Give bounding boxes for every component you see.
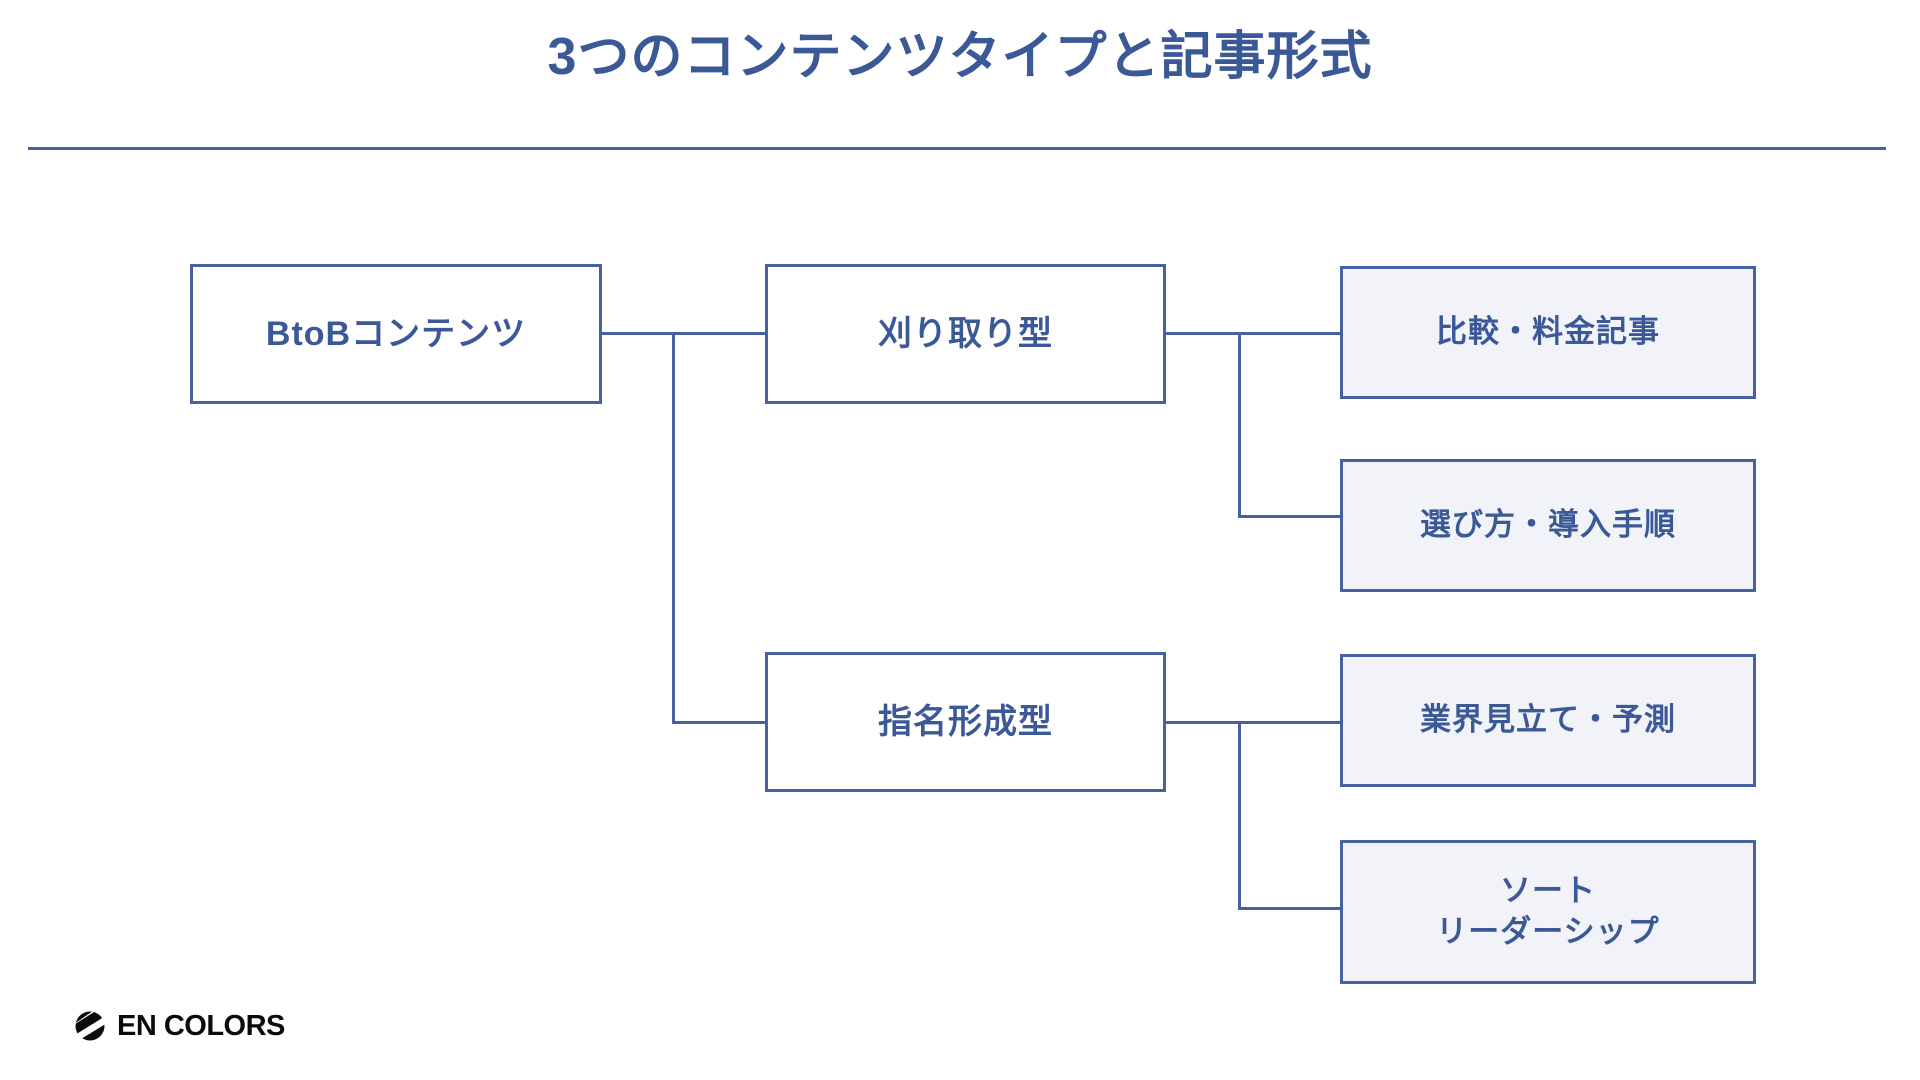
page-title: 3つのコンテンツタイプと記事形式 (547, 28, 1373, 86)
node-btob-content[interactable]: BtoBコンテンツ (190, 264, 602, 404)
connector-root-trunk (672, 332, 675, 724)
node-label: 選び方・導入手順 (1420, 507, 1676, 543)
title-divider (28, 147, 1886, 150)
connector-branch-2-trunk (1238, 721, 1241, 910)
connector-branch-2-to-leaf-4 (1238, 907, 1342, 910)
connector-root-to-branch-2 (672, 721, 767, 724)
node-shimei-keisei-gata[interactable]: 指名形成型 (765, 652, 1166, 792)
node-gyokai-mitate-yosoku[interactable]: 業界見立て・予測 (1340, 654, 1756, 787)
brand-logo-text: EN COLORS (117, 1009, 285, 1042)
node-label: 比較・料金記事 (1436, 314, 1660, 350)
connector-branch-1-stub (1164, 332, 1241, 335)
node-hikaku-ryokin-kiji[interactable]: 比較・料金記事 (1340, 266, 1756, 399)
connector-branch-2-stub (1164, 721, 1241, 724)
globe-sphere-icon (75, 1011, 105, 1041)
node-erabikata-donyu-tejun[interactable]: 選び方・導入手順 (1340, 459, 1756, 592)
node-label: ソート リーダーシップ (1436, 873, 1660, 949)
node-label: BtoBコンテンツ (265, 314, 527, 353)
connector-root-to-branch-1 (672, 332, 767, 335)
brand-logo: EN COLORS (72, 1007, 285, 1045)
node-label: 業界見立て・予測 (1420, 702, 1676, 738)
connector-branch-2-to-leaf-3 (1238, 721, 1342, 724)
connector-branch-1-to-leaf-1 (1238, 332, 1342, 335)
node-thought-leadership[interactable]: ソート リーダーシップ (1340, 840, 1756, 984)
node-label: 指名形成型 (878, 702, 1053, 741)
node-kari-tori-gata[interactable]: 刈り取り型 (765, 264, 1166, 404)
connector-branch-1-to-leaf-2 (1238, 515, 1342, 518)
connector-branch-1-trunk (1238, 332, 1241, 518)
node-label: 刈り取り型 (878, 314, 1053, 353)
connector-root-stub (600, 332, 675, 335)
